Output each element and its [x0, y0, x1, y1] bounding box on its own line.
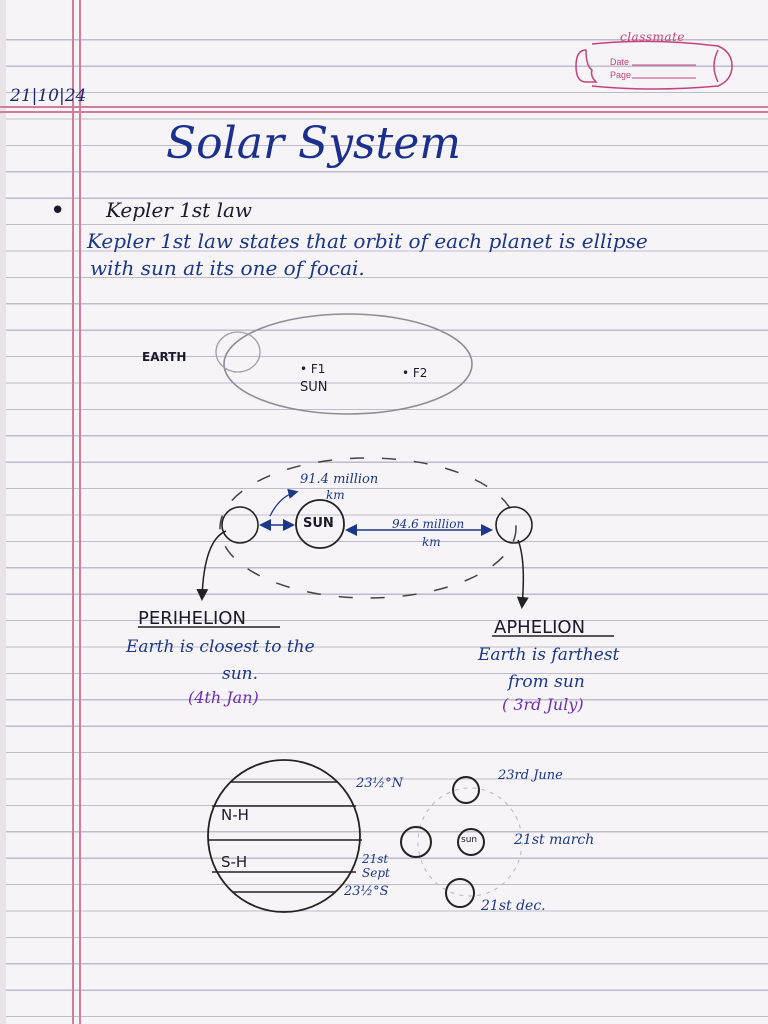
dashed-orbit	[219, 457, 517, 599]
earth-aphelion-circle	[495, 506, 533, 544]
earth-december-circle	[445, 878, 475, 908]
brand-frame-icon	[575, 40, 733, 90]
brand-box: classmate Date Page	[572, 30, 734, 94]
aphelion-desc-line1: Earth is farthest	[478, 645, 620, 665]
aphelion-pointer	[516, 539, 529, 609]
entry-date: 21|10|24	[10, 86, 87, 106]
september-label: 21st Sept	[362, 852, 390, 880]
near-distance-pointer	[269, 488, 299, 517]
perihelion-desc-line1: Earth is closest to the	[126, 637, 315, 657]
bullet-point: •	[50, 196, 66, 226]
header-rule	[0, 106, 768, 108]
earth-june-circle	[452, 776, 480, 804]
perihelion-pointer	[196, 530, 227, 601]
sun-small-circle	[457, 828, 485, 856]
southern-hemisphere-label: S-H	[221, 853, 248, 871]
tropic-south-label: 23½°S	[344, 884, 389, 899]
perihelion-title: PERIHELION	[138, 608, 246, 629]
sun-circle	[295, 499, 345, 549]
perihelion-date: (4th Jan)	[188, 688, 259, 707]
header-rule-inner	[0, 111, 768, 113]
far-distance-value: 94.6 million	[392, 517, 465, 531]
june-label: 23rd June	[498, 768, 563, 783]
earth-label: EARTH	[142, 350, 187, 364]
margin-line	[72, 0, 74, 1024]
aphelion-date: ( 3rd July)	[502, 695, 584, 714]
aphelion-title: APHELION	[494, 617, 586, 638]
section-text-line1: Kepler 1st law states that orbit of each…	[87, 229, 648, 253]
earth-perihelion-circle	[221, 506, 259, 544]
aphelion-desc-line2: from sun	[508, 672, 585, 692]
brand-name: classmate	[620, 30, 685, 44]
northern-hemisphere-label: N-H	[221, 806, 249, 824]
tropic-north-label: 23½°N	[356, 776, 404, 791]
focus-f1-label: • F1	[300, 362, 326, 376]
perihelion-desc-line2: sun.	[222, 664, 259, 684]
margin-line-inner	[79, 0, 81, 1024]
sun-center-label: SUN	[303, 516, 334, 531]
seasonal-orbit	[417, 787, 523, 897]
notebook-spine	[0, 0, 6, 1024]
globe-circle	[207, 759, 361, 913]
near-distance-value: 91.4 million	[300, 472, 379, 487]
sun-small-label: sun	[461, 835, 478, 845]
far-distance-unit: km	[422, 535, 441, 549]
december-label: 21st dec.	[481, 898, 546, 914]
march-label: 21st march	[514, 832, 595, 848]
page-field-label: Page	[610, 70, 632, 80]
page-title: Solar System	[166, 118, 461, 169]
near-distance-unit: km	[326, 488, 345, 502]
earth-circle	[215, 331, 261, 373]
focus-f2-label: • F2	[402, 366, 428, 380]
date-field-label: Date	[610, 57, 630, 67]
section-heading: Kepler 1st law	[106, 198, 253, 222]
earth-september-circle	[400, 826, 432, 858]
sun-label: SUN	[300, 380, 328, 395]
section-text-line2: with sun at its one of focai.	[90, 256, 365, 280]
orbit-ellipse	[223, 313, 473, 415]
